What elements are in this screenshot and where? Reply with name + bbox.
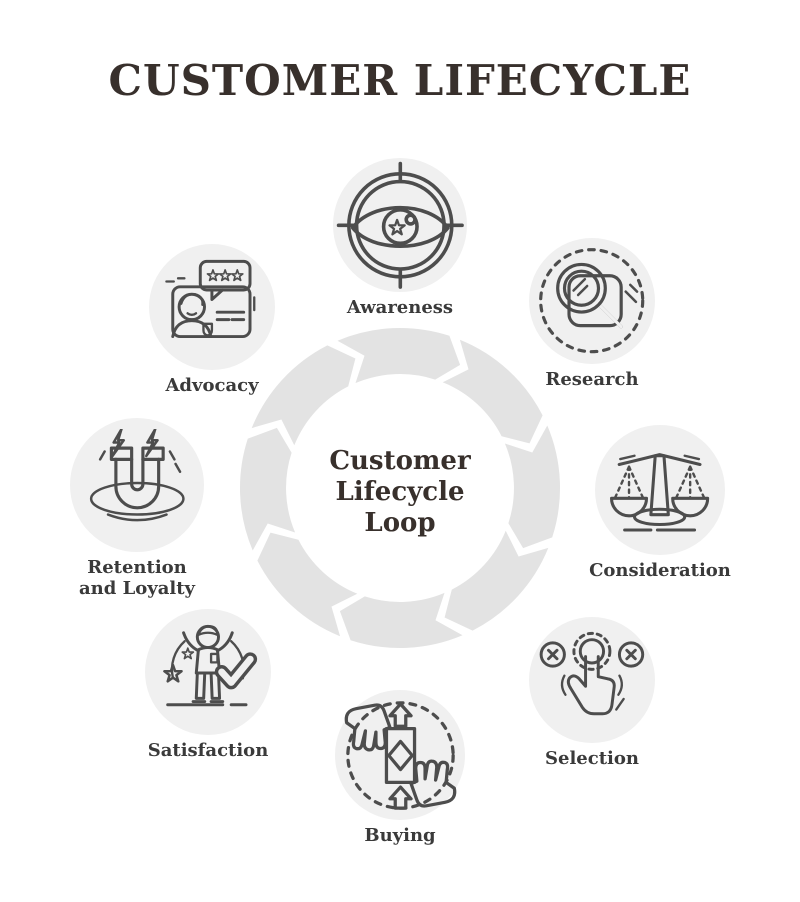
stage-selection-label: Selection [545,748,639,769]
stage-retention-loyalty: Retention and Loyalty [52,418,222,599]
stage-consideration-circle [595,425,725,555]
stage-research: Research [507,238,677,390]
loop-arrow-segment [339,592,463,649]
stage-satisfaction-label: Satisfaction [147,740,269,761]
stage-selection-circle [529,617,655,743]
loop-arrow-segment [251,345,356,446]
stage-satisfaction-circle [145,609,271,735]
stage-advocacy: Advocacy [127,244,297,396]
stage-awareness-circle [333,158,467,292]
loop-arrow-segment [442,339,543,444]
stage-consideration-label: Consideration [589,560,731,581]
tap-select-icon [539,631,645,716]
loop-arrow-segment [257,532,358,637]
stage-buying-circle [335,690,465,820]
center-loop-label: Customer Lifecycle Loop [0,446,800,539]
stage-advocacy-label: Advocacy [165,375,259,396]
stage-selection: Selection [507,617,677,769]
stage-awareness: Awareness [315,158,485,318]
stage-retention-loyalty-label: Retention and Loyalty [79,557,195,599]
stage-satisfaction: Satisfaction [123,609,293,761]
center-loop-line-3: Loop [364,508,436,538]
center-loop-line-2: Lifecycle [335,477,465,507]
center-loop-line-1: Customer [329,446,471,476]
loop-arrow-segment [239,427,296,551]
celebrating-person-icon [163,625,258,707]
page-title: CUSTOMER LIFECYCLE [108,56,692,105]
loop-arrow-segment [504,425,561,549]
stage-retention-loyalty-circle [70,418,204,552]
loop-arrow-segment [444,530,549,631]
stage-buying-label: Buying [364,825,436,846]
magnet-icon [89,428,185,522]
loop-arrow-segment [337,327,461,384]
stage-awareness-label: Awareness [346,297,454,318]
review-speech-bubble-icon [165,260,256,339]
magnifier-search-icon [539,248,645,354]
stage-research-circle [529,238,655,364]
balance-scales-icon [610,453,710,532]
money-exchange-icon [344,700,456,810]
stage-consideration: Consideration [575,425,745,581]
eye-target-icon [336,161,464,289]
stage-advocacy-circle [149,244,275,370]
stage-research-label: Research [545,369,639,390]
stage-buying: Buying [315,690,485,846]
